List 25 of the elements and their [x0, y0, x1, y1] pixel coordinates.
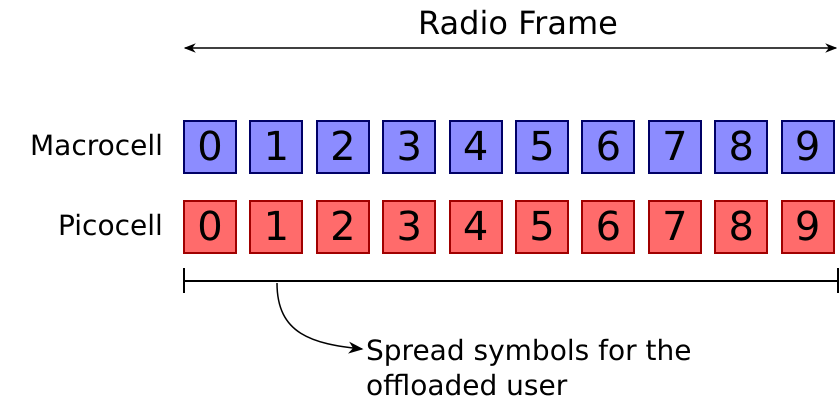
subframe-box: 5 [515, 120, 569, 174]
frame-title: Radio Frame [418, 4, 618, 42]
subframe-box: 1 [249, 200, 304, 254]
subframe-box: 5 [515, 200, 569, 254]
subframe-box: 0 [183, 200, 237, 254]
subframe-box: 2 [316, 200, 370, 254]
subframe-box: 3 [382, 120, 436, 174]
subframe-box: 9 [780, 120, 835, 174]
subframe-box: 7 [648, 120, 702, 174]
subframe-box: 3 [382, 200, 436, 254]
subframe-box: 2 [316, 120, 370, 174]
subframe-box: 1 [249, 120, 304, 174]
subframe-box: 4 [448, 200, 503, 254]
subframe-box: 9 [780, 200, 835, 254]
row-label: Picocell [58, 209, 163, 243]
subframe-box: 8 [714, 120, 768, 174]
subframe-box: 4 [448, 120, 503, 174]
arrow [276, 282, 364, 354]
row-label: Macrocell [30, 129, 163, 163]
subframe-box: 0 [183, 120, 237, 174]
subframe-box: 7 [648, 200, 702, 254]
subframe-box: 8 [714, 200, 768, 254]
subframe-box: 6 [581, 200, 636, 254]
annotation-text: Spread symbols for the offloaded user [366, 333, 692, 403]
subframe-box: 6 [581, 120, 636, 174]
